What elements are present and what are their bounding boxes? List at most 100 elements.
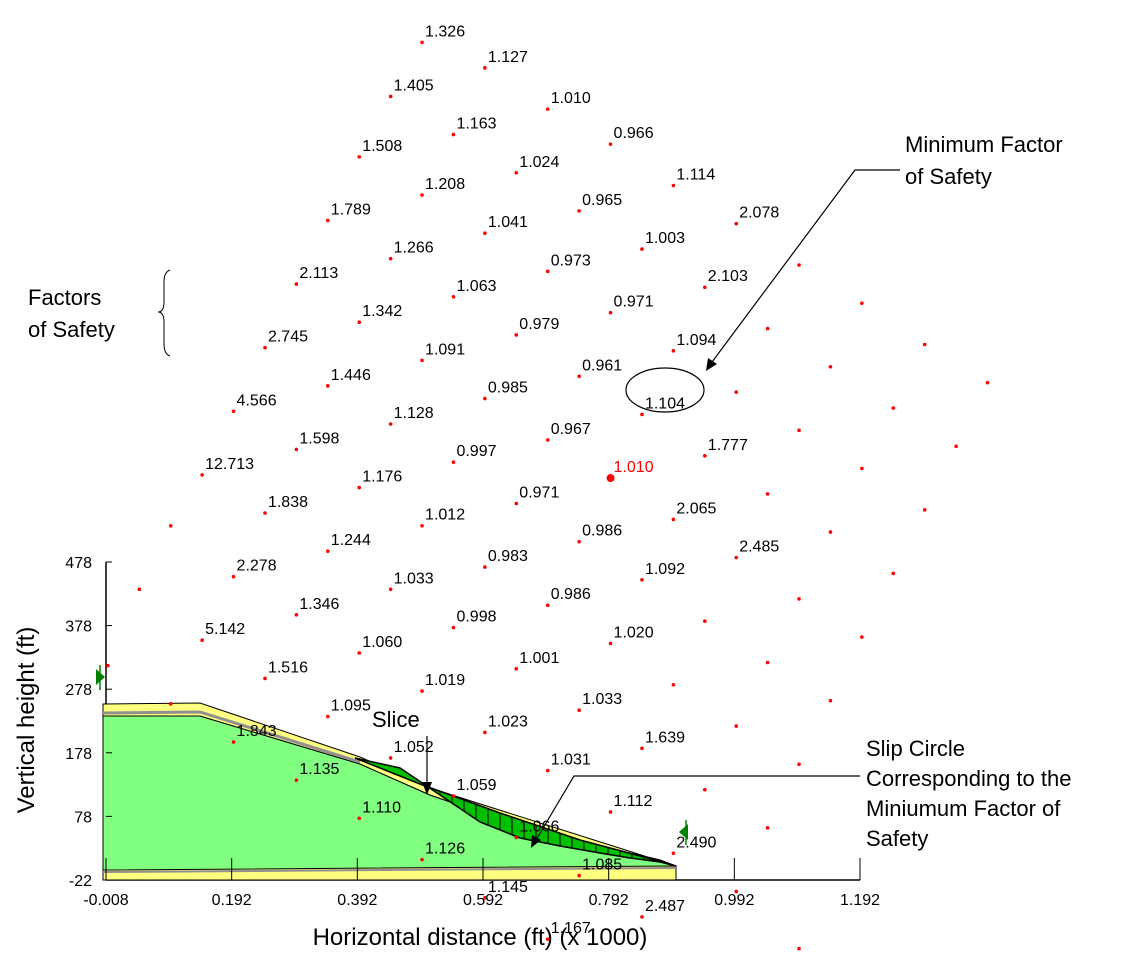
fos-value: 4.566 bbox=[237, 392, 277, 409]
slip-centre-point bbox=[922, 508, 927, 512]
fos-value: 1.838 bbox=[268, 494, 308, 511]
slip-centre-point bbox=[357, 651, 362, 655]
fos-value: 1.843 bbox=[237, 723, 277, 740]
fos-value: 2.490 bbox=[676, 834, 716, 851]
slip-centre-point bbox=[388, 587, 393, 592]
slip-centre-point bbox=[922, 342, 927, 347]
slip-centre-point bbox=[137, 587, 142, 592]
fos-value: 0.966 bbox=[614, 125, 654, 142]
slip-centre-point bbox=[545, 438, 550, 442]
slip-centre-point bbox=[231, 740, 236, 744]
left-boundary-marker-icon bbox=[96, 669, 105, 685]
slip-centre-grid: 1.3261.1271.4051.0101.1631.5080.9661.024… bbox=[106, 23, 990, 951]
fos-value: 1.167 bbox=[551, 920, 591, 937]
slip-centre-point bbox=[231, 574, 236, 579]
fos-value: 1.342 bbox=[362, 303, 402, 320]
slip-centre-point bbox=[514, 835, 519, 840]
slip-centre-point bbox=[451, 294, 456, 299]
slip-centre-point bbox=[545, 768, 550, 773]
fos-value: 1.063 bbox=[456, 278, 496, 295]
fos-value: 1.266 bbox=[394, 240, 434, 257]
slip-centre-point bbox=[671, 349, 676, 353]
slip-centre-point bbox=[734, 889, 739, 894]
fos-value: 1.104 bbox=[645, 395, 685, 412]
y-tick-label: -22 bbox=[69, 873, 92, 890]
annotation-minimum-fos: Minimum Factor of Safety bbox=[706, 132, 1063, 371]
slip-centre-point bbox=[703, 453, 707, 458]
slip-centre-point bbox=[420, 523, 424, 528]
fos-value: 2.745 bbox=[268, 329, 308, 346]
x-tick-label: 0.392 bbox=[337, 892, 377, 909]
slip-centre-point bbox=[388, 256, 393, 261]
slip-centre-point bbox=[703, 787, 707, 792]
fos-value: 0.997 bbox=[456, 443, 496, 460]
slip-centre-point bbox=[703, 619, 707, 623]
fos-value: 1.128 bbox=[394, 405, 434, 422]
slip-centre-point bbox=[797, 946, 801, 951]
minimum-slip-centre-point bbox=[606, 474, 615, 483]
min-fos-label-line1: Minimum Factor bbox=[905, 132, 1063, 157]
slip-centre-point bbox=[828, 698, 833, 703]
slip-centre-point bbox=[451, 132, 456, 137]
slip-centre-point bbox=[734, 555, 739, 560]
fos-value: 1.346 bbox=[299, 596, 339, 613]
slip-centre-point bbox=[640, 578, 644, 582]
slip-centre-point bbox=[734, 390, 739, 394]
min-fos-label-line2: of Safety bbox=[905, 164, 992, 189]
y-tick-label: 378 bbox=[65, 619, 92, 636]
fos-value: 12.713 bbox=[205, 456, 254, 473]
fos-value: 1.060 bbox=[362, 634, 402, 651]
slip-centre-point bbox=[294, 282, 299, 286]
slip-centre-point bbox=[608, 310, 613, 315]
fos-value: 1.033 bbox=[582, 691, 622, 708]
slip-centre-point bbox=[200, 473, 204, 477]
slip-centre-point bbox=[200, 638, 204, 643]
fos-value: 1.789 bbox=[331, 201, 371, 218]
y-axis-title: Vertical height (ft) bbox=[13, 627, 40, 814]
slip-arrow-icon bbox=[531, 835, 541, 848]
slip-centre-point bbox=[640, 247, 644, 251]
fos-brace-icon bbox=[157, 269, 171, 357]
fos-value: 1.405 bbox=[394, 77, 434, 94]
slice-label: Slice bbox=[372, 707, 420, 732]
slip-centre-point bbox=[765, 826, 770, 830]
slip-mass-fill bbox=[354, 757, 677, 867]
fos-value: 0.985 bbox=[488, 380, 528, 397]
slip-centre-point bbox=[106, 663, 110, 668]
slip-centre-point bbox=[608, 142, 613, 146]
fos-value: 1.114 bbox=[676, 166, 715, 183]
slip-centre-point bbox=[891, 406, 896, 410]
slip-centre-point bbox=[451, 460, 456, 464]
slip-leader bbox=[535, 775, 860, 841]
fos-value: 2.078 bbox=[739, 205, 779, 222]
slip-centre-point bbox=[357, 320, 362, 325]
fos-value: 0.961 bbox=[582, 357, 622, 374]
fos-value: 1.135 bbox=[299, 761, 339, 778]
slip-centre-point bbox=[420, 193, 424, 197]
right-boundary-marker-icon bbox=[679, 824, 688, 840]
fos-value: 0.979 bbox=[519, 316, 559, 333]
slip-centre-point bbox=[577, 374, 581, 379]
slip-centre-point bbox=[703, 285, 707, 290]
fos-value: 1.020 bbox=[614, 624, 654, 641]
slip-centre-point bbox=[326, 384, 330, 388]
slip-centre-point bbox=[640, 915, 644, 919]
fos-value: 1.508 bbox=[362, 138, 402, 155]
slip-label-line1: Slip Circle bbox=[866, 736, 965, 761]
annotation-slice: Slice bbox=[372, 707, 432, 795]
slip-centre-point bbox=[828, 364, 833, 369]
slip-centre-point bbox=[860, 301, 864, 305]
fos-value: 5.142 bbox=[205, 621, 245, 638]
fos-value: 0.965 bbox=[582, 192, 622, 209]
slip-centre-point bbox=[514, 667, 519, 671]
slice-lines bbox=[439, 791, 669, 864]
fos-value: 1.003 bbox=[645, 230, 685, 247]
fos-value: 1.001 bbox=[519, 650, 559, 667]
slip-centre-point bbox=[671, 517, 676, 522]
slip-centre-point bbox=[388, 94, 393, 99]
fos-value: 1.244 bbox=[331, 532, 371, 549]
slip-centre-point bbox=[483, 66, 487, 70]
slip-centre-point bbox=[263, 511, 267, 515]
